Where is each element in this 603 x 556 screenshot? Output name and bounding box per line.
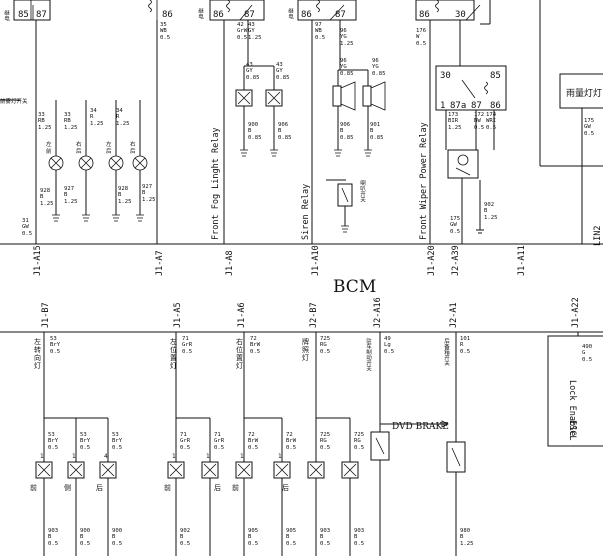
relay-1-pin-b: 87: [36, 10, 47, 20]
svg-text:1: 1: [440, 101, 445, 111]
relay-2: 86: [148, 0, 173, 20]
svg-text:J1-A20: J1-A20: [427, 245, 437, 276]
relay-5: 86 30: [415, 0, 481, 21]
svg-text:J2-B7: J2-B7: [309, 302, 319, 328]
lock-enable-label: Lock Enable: [567, 380, 577, 436]
svg-text:J1-B7: J1-B7: [41, 302, 51, 328]
relay-1-side: 继电: [3, 9, 10, 22]
top-lamps: [48, 155, 148, 171]
svg-text:J2-A16: J2-A16: [373, 297, 383, 328]
svg-text:J1-A6: J1-A6: [237, 302, 247, 328]
horn-switch-label: 喇叭开关: [359, 179, 366, 204]
relay-4-side: 继电: [287, 7, 294, 20]
relay-2-pin-a: 86: [162, 10, 173, 20]
relay-3-side: 继电: [197, 7, 204, 20]
front-fog-switch-label: 前雾灯开关: [0, 97, 28, 105]
svg-text:J1-A15: J1-A15: [33, 245, 43, 276]
dvd-brake-label: DVD BRAKE: [392, 422, 449, 432]
fog-lamps: [235, 89, 283, 107]
wiper-relay: 30 85 87a 87 86 1: [435, 65, 507, 111]
relay-name-wiper: Front Wiper Power Relay: [419, 122, 429, 240]
svg-text:J1-A10: J1-A10: [311, 245, 321, 276]
low-connectors: J1-B7 J1-A5 J1-A6 J2-B7 J2-A16 J2-A1 J1-…: [41, 297, 581, 328]
relay-4-pin-a: 86: [301, 10, 312, 20]
relay-name-fog: Front Fog Linght Relay: [211, 127, 221, 240]
svg-text:J1-A8: J1-A8: [225, 250, 235, 276]
trunk-switch-label: 后备箱开关: [443, 337, 450, 367]
relay-1: 85 87 继电: [3, 0, 51, 22]
relay-3-pin-a: 86: [213, 10, 224, 20]
relay-3-pin-b: 87: [244, 10, 255, 20]
svg-text:J2-A1: J2-A1: [449, 302, 459, 328]
svg-text:J1-A7: J1-A7: [155, 250, 165, 276]
rain-light-module: 雨量灯灯: [559, 73, 603, 109]
escl-label: ESCL: [567, 420, 577, 440]
mid-connectors: J1-A15 J1-A7 J1-A8 J1-A10 J1-A20 J2-A39 …: [33, 245, 527, 276]
relay-4: 86 87 继电: [287, 0, 357, 21]
bottom-lamps: [35, 461, 359, 479]
svg-text:J1-A11: J1-A11: [517, 245, 527, 276]
brake-switch-label: 驻车制动开关: [365, 337, 372, 373]
svg-text:J1-A22: J1-A22: [571, 297, 581, 328]
svg-text:J1-A5: J1-A5: [173, 302, 183, 328]
relay-name-siren: Siren Relay: [301, 184, 311, 240]
svg-text:87a: 87a: [450, 101, 466, 111]
relay-3: 86 87 继电: [197, 0, 265, 21]
wiper-motor-icon: [447, 149, 479, 179]
relay-5-pin-a: 86: [419, 10, 430, 20]
relay-1-pin-a: 85: [18, 10, 29, 20]
bcm-label: BCM: [333, 277, 376, 297]
svg-text:87: 87: [471, 101, 482, 111]
relay-4-pin-b: 87: [335, 10, 346, 20]
relay-5-pin-b: 30: [455, 10, 466, 20]
lin-label: LIN2: [593, 226, 603, 246]
svg-text:85: 85: [490, 71, 501, 81]
horn-icons: [332, 81, 386, 111]
svg-text:30: 30: [440, 71, 451, 81]
lock-enable-box: [547, 335, 603, 447]
svg-text:J2-A39: J2-A39: [451, 245, 461, 276]
svg-text:86: 86: [490, 101, 501, 111]
rain-light-label: 雨量灯灯: [566, 88, 602, 99]
